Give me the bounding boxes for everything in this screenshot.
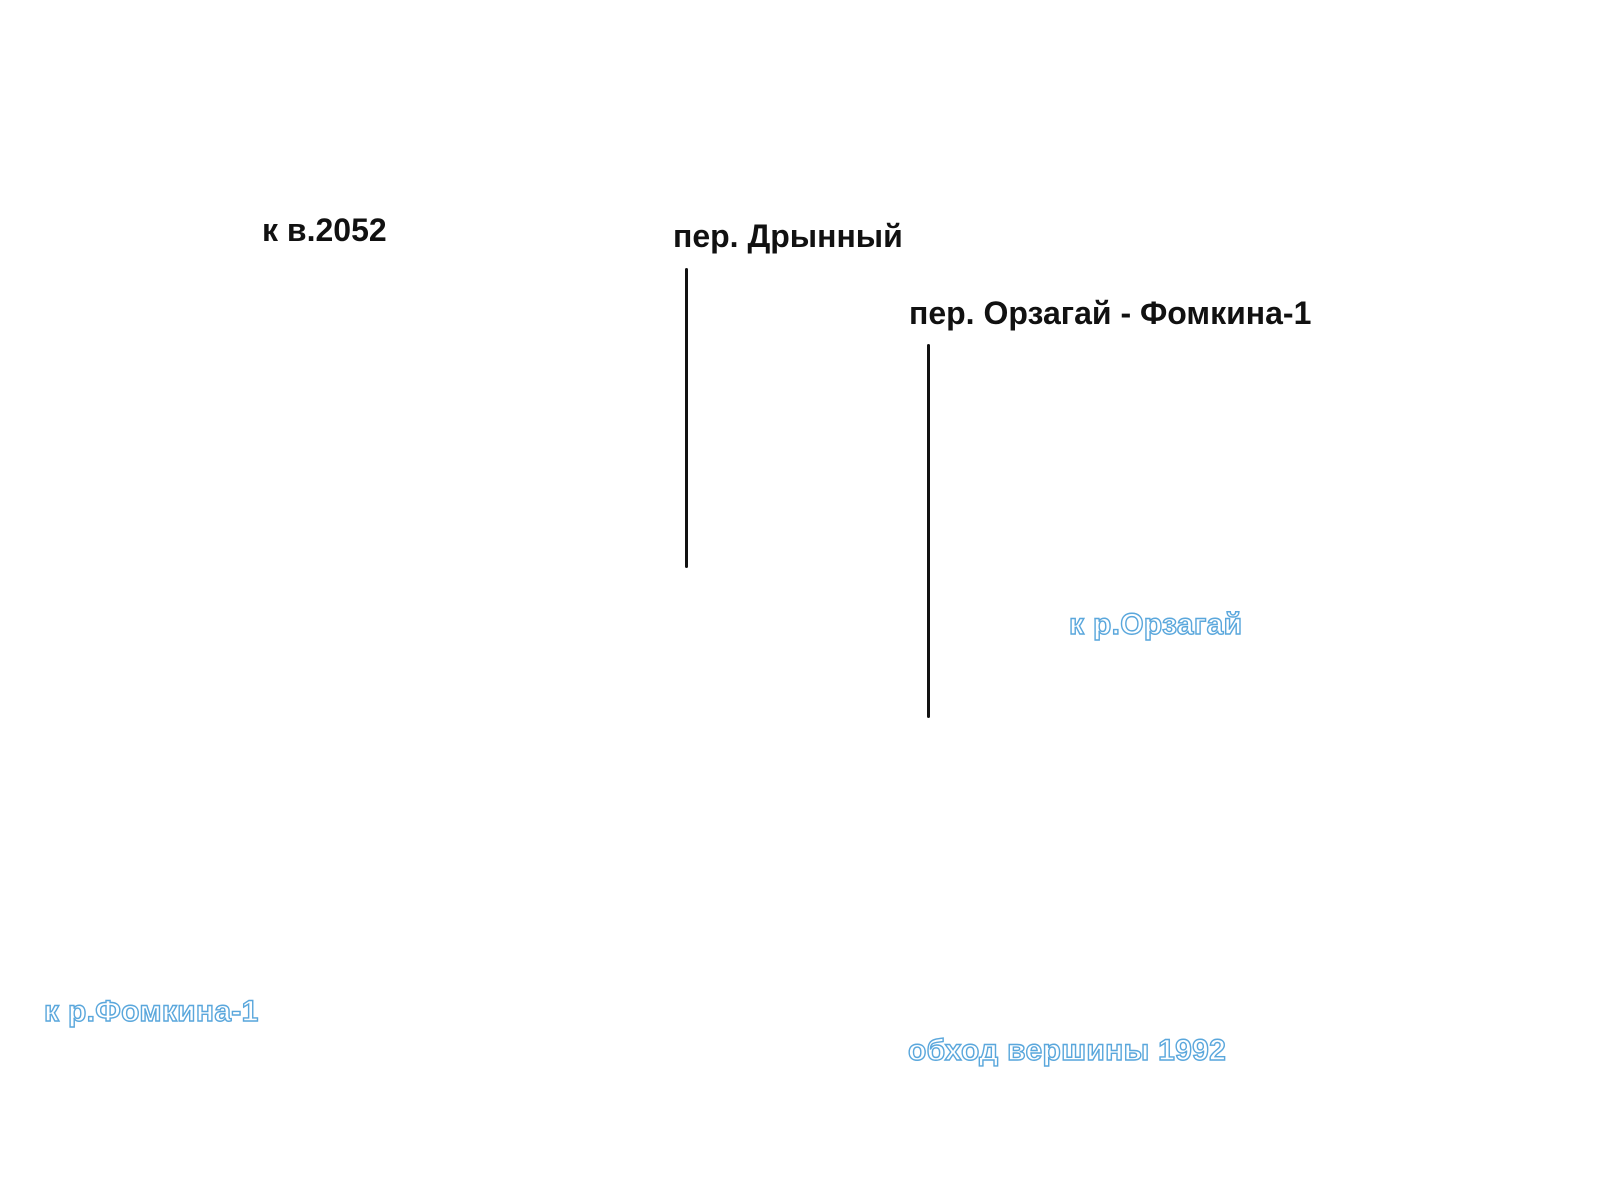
peak-2052-label: к в.2052 [262, 212, 387, 248]
pass-orzagai-fomkina-label: пер. Орзагай - Фомкина-1 [909, 295, 1312, 331]
to-river-orzagai-label: к р.Орзагай [1068, 608, 1243, 641]
route-line-orzagai-fomkina [927, 344, 930, 718]
to-river-fomkina-label: к р.Фомкина-1 [43, 995, 259, 1028]
pass-drynny-label: пер. Дрынный [673, 218, 903, 254]
bypass-summit-label: обход вершины 1992 [907, 1034, 1227, 1067]
route-line-drynny [685, 268, 688, 568]
